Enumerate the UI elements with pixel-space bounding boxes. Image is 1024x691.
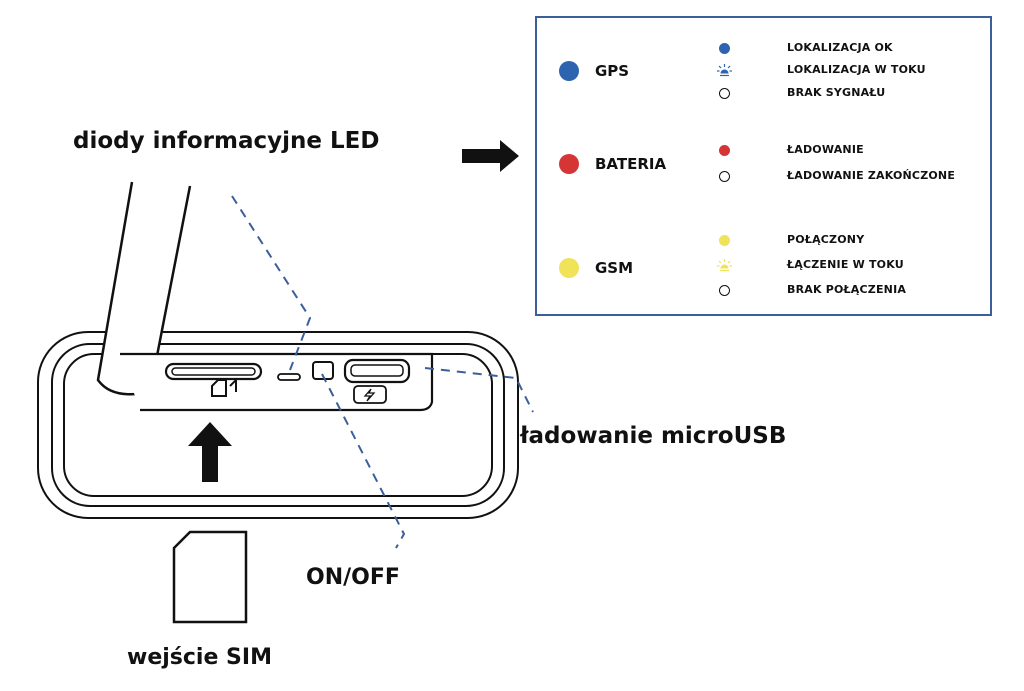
bateria-name: BATERIA bbox=[595, 155, 667, 173]
gsm-state-noconnection: BRAK POŁĄCZENIA bbox=[717, 282, 987, 298]
leader-line-onoff bbox=[321, 373, 406, 549]
gps-state-progress-label: LOKALIZACJA W TOKU bbox=[787, 63, 926, 76]
gsm-state-connected-label: POŁĄCZONY bbox=[787, 233, 865, 246]
gsm-solid-dot bbox=[719, 235, 730, 246]
charge-icon-box bbox=[353, 385, 387, 404]
sim-card-icon bbox=[211, 377, 237, 397]
gps-state-nosignal: BRAK SYGNAŁU bbox=[717, 85, 987, 101]
power-button bbox=[312, 361, 334, 380]
sim-slot bbox=[164, 362, 263, 381]
microusb-label: ładowanie microUSB bbox=[520, 423, 787, 449]
gsm-state-connecting-label: ŁĄCZENIE W TOKU bbox=[787, 258, 904, 271]
bateria-state-done: ŁADOWANIE ZAKOŃCZONE bbox=[717, 168, 987, 184]
device-body-outer bbox=[37, 331, 519, 519]
microusb-port bbox=[343, 358, 411, 384]
gsm-state-noconnection-label: BRAK POŁĄCZENIA bbox=[787, 283, 907, 296]
gps-name: GPS bbox=[595, 62, 630, 80]
lightning-icon bbox=[363, 388, 376, 402]
led-legend: GPS LOKALIZACJA OK bbox=[535, 16, 992, 316]
gps-dot bbox=[559, 61, 579, 81]
gsm-off-circle bbox=[719, 285, 730, 296]
bateria-off-circle bbox=[719, 171, 730, 182]
led-label: diody informacyjne LED bbox=[73, 128, 380, 154]
sim-slot-inner bbox=[171, 367, 256, 376]
sim-label: wejście SIM bbox=[127, 645, 272, 670]
leader-line-led bbox=[231, 195, 312, 371]
gps-state-progress: LOKALIZACJA W TOKU bbox=[717, 62, 987, 78]
gsm-name: GSM bbox=[595, 259, 634, 277]
gsm-dot bbox=[559, 258, 579, 278]
gps-state-ok-label: LOKALIZACJA OK bbox=[787, 41, 893, 54]
bateria-state-done-label: ŁADOWANIE ZAKOŃCZONE bbox=[787, 169, 956, 182]
led-indicator-slit bbox=[277, 373, 301, 381]
gps-off-circle bbox=[719, 88, 730, 99]
onoff-label: ON/OFF bbox=[306, 565, 400, 590]
arrow-right-icon bbox=[462, 140, 519, 172]
insert-arrow-up-icon bbox=[188, 422, 232, 482]
bateria-state-charging-label: ŁADOWANIE bbox=[787, 143, 864, 156]
gps-blinking-icon bbox=[717, 63, 732, 78]
bateria-dot bbox=[559, 154, 579, 174]
gps-state-nosignal-label: BRAK SYGNAŁU bbox=[787, 86, 886, 99]
gsm-blinking-icon bbox=[717, 258, 732, 273]
microusb-port-inner bbox=[350, 364, 404, 377]
gsm-state-connected: POŁĄCZONY bbox=[717, 232, 987, 248]
gsm-state-connecting: ŁĄCZENIE W TOKU bbox=[717, 257, 987, 273]
bateria-solid-dot bbox=[719, 145, 730, 156]
gps-solid-dot bbox=[719, 43, 730, 54]
sim-card bbox=[172, 530, 248, 624]
leader-line-usb bbox=[424, 367, 534, 413]
bateria-state-charging: ŁADOWANIE bbox=[717, 142, 987, 158]
device-body-inner bbox=[51, 343, 505, 507]
gps-state-ok: LOKALIZACJA OK bbox=[717, 40, 987, 56]
